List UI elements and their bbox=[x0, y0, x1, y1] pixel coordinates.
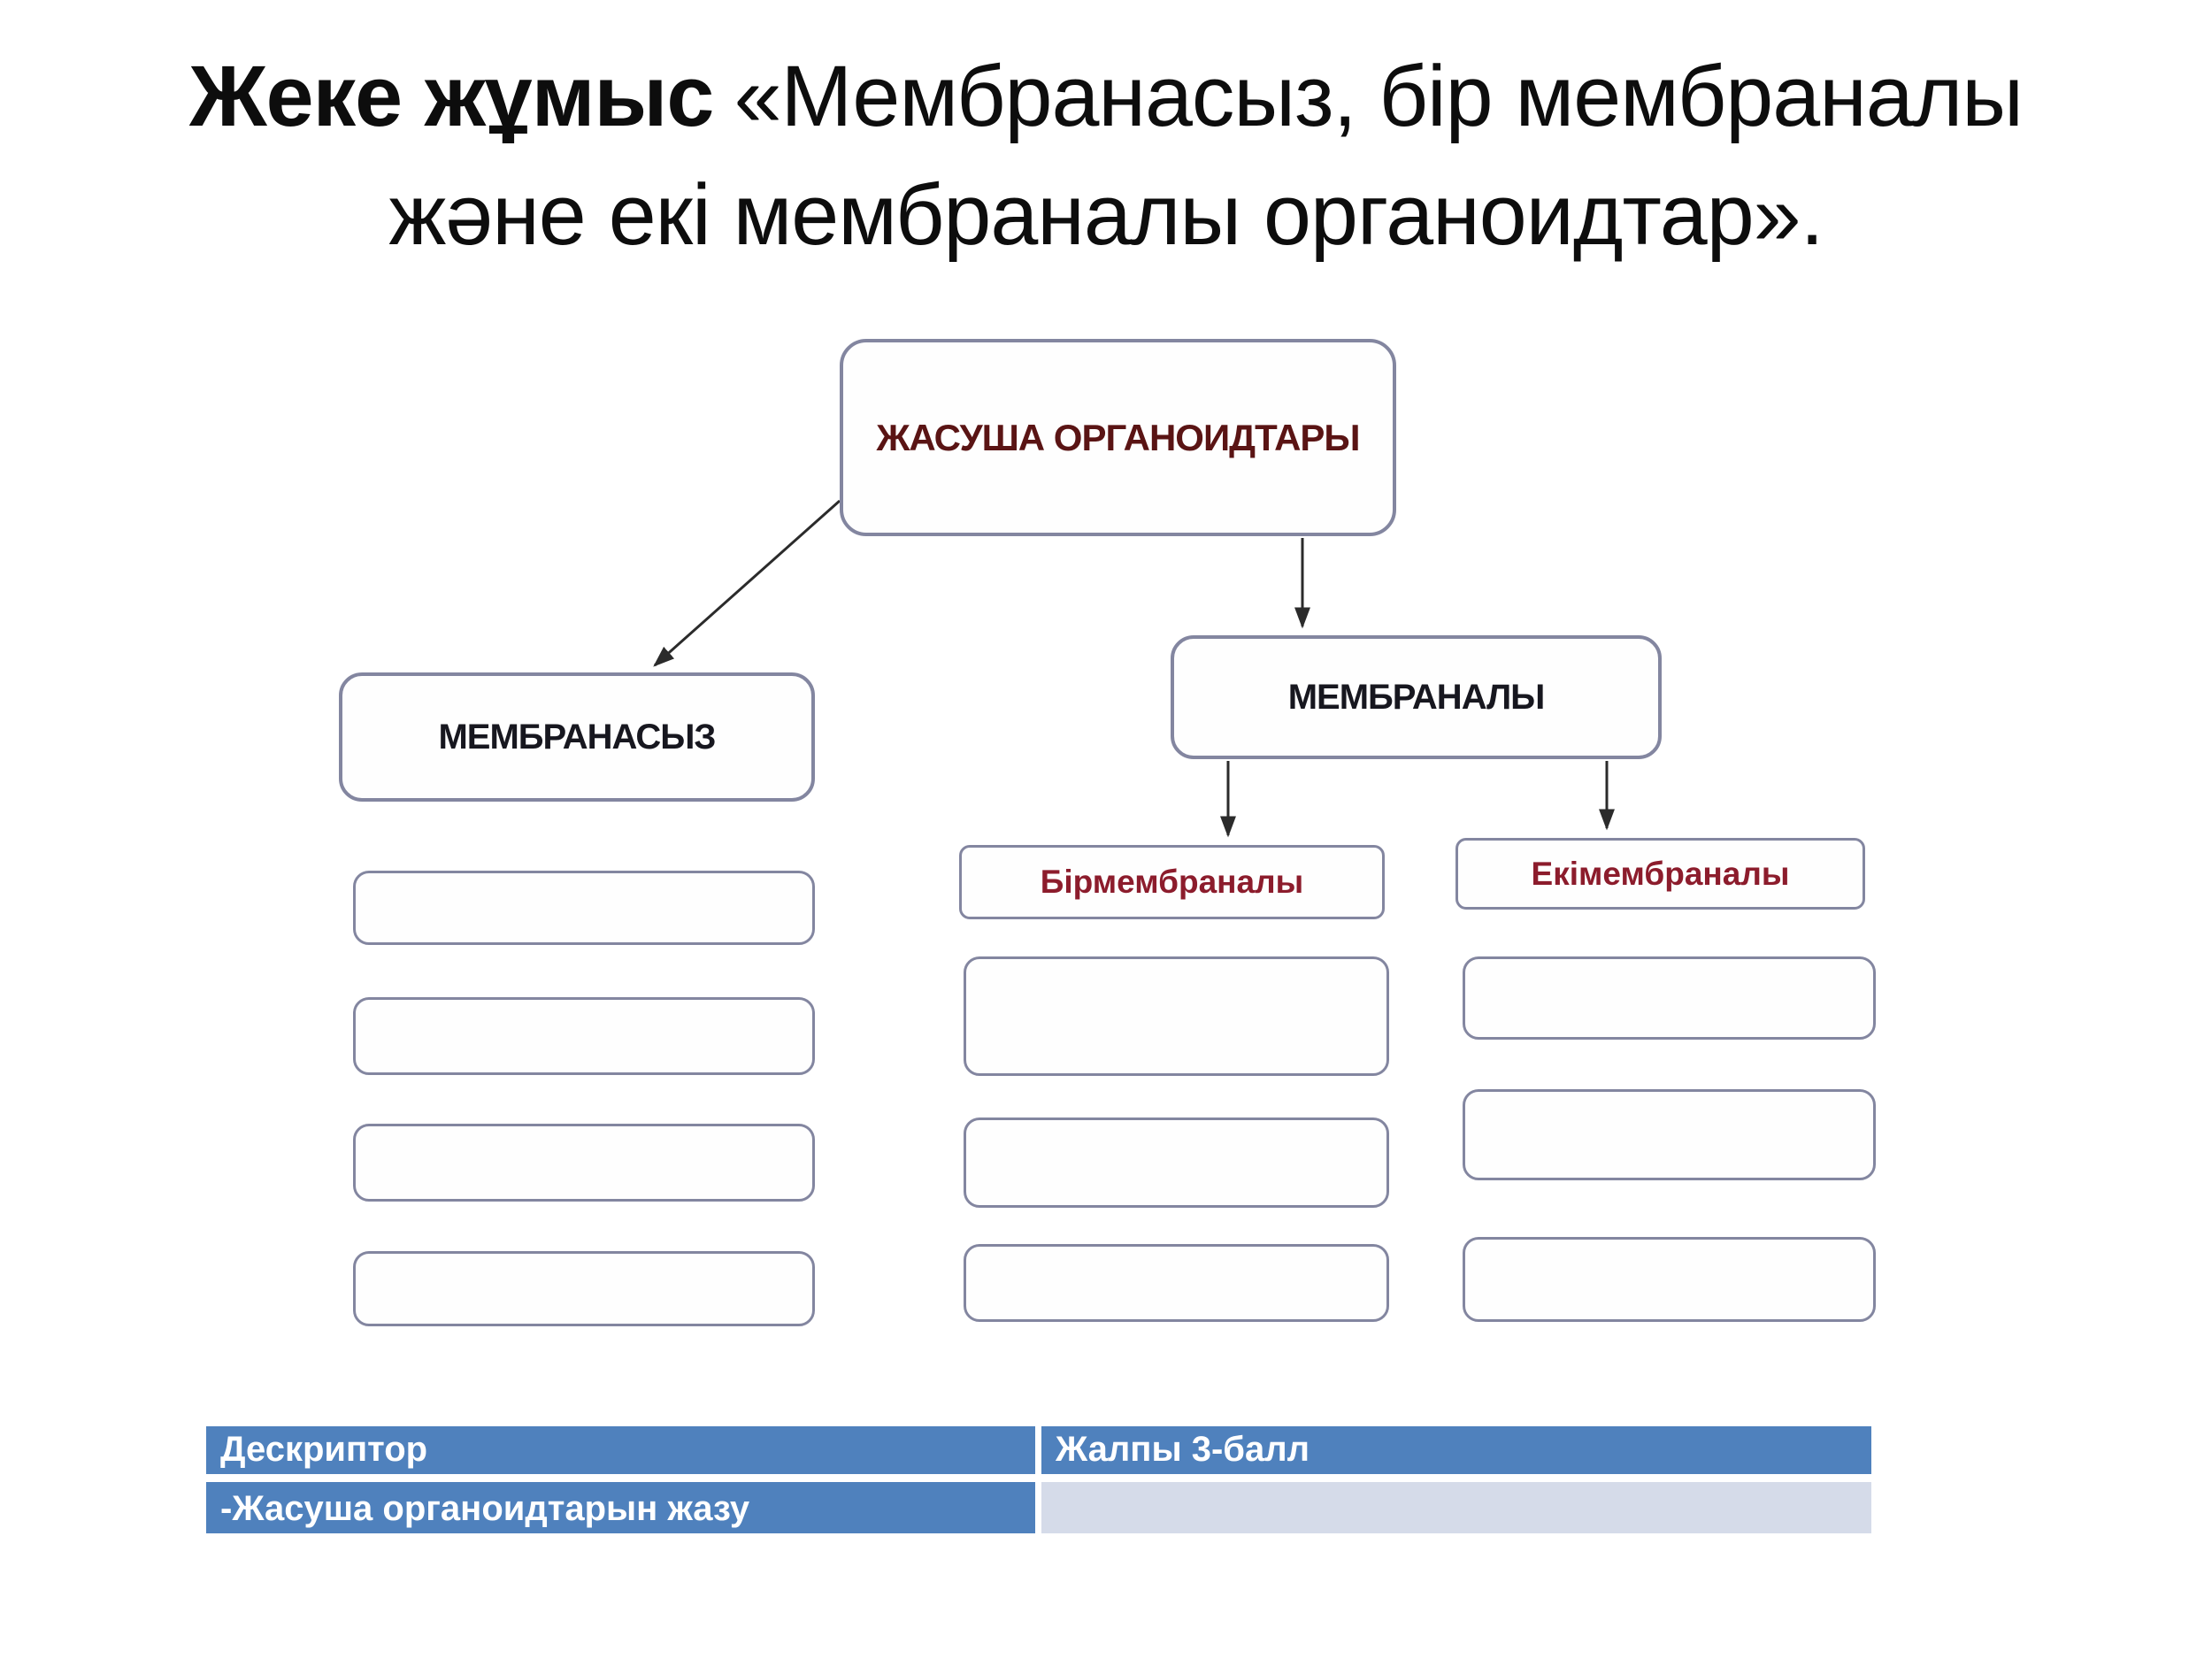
empty-slot bbox=[1463, 1237, 1876, 1322]
birmembranaly-empty-slots bbox=[964, 956, 1389, 1322]
table-header-descriptor: Дескриптор bbox=[206, 1426, 1035, 1474]
membranasyz-label: МЕМБРАНАСЫЗ bbox=[438, 717, 716, 757]
table-cell-score-value bbox=[1041, 1482, 1871, 1533]
root-box-label: ЖАСУША ОРГАНОИДТАРЫ bbox=[876, 416, 1360, 458]
membranasyz-box: МЕМБРАНАСЫЗ bbox=[339, 672, 815, 802]
empty-slot bbox=[353, 1251, 815, 1326]
membranaly-box: МЕМБРАНАЛЫ bbox=[1171, 635, 1662, 759]
empty-slot bbox=[353, 1124, 815, 1202]
empty-slot bbox=[964, 1244, 1389, 1322]
arrow-root-to-membranasyz bbox=[653, 499, 841, 667]
empty-slot bbox=[1463, 1089, 1876, 1180]
empty-slot bbox=[353, 871, 815, 945]
empty-slot bbox=[353, 997, 815, 1075]
root-box-cell-organoids: ЖАСУША ОРГАНОИДТАРЫ bbox=[840, 339, 1396, 536]
empty-slot bbox=[964, 956, 1389, 1076]
descriptor-table: Дескриптор Жалпы 3-балл -Жасуша органоид… bbox=[206, 1426, 1871, 1533]
table-row: -Жасуша органоидтарын жазу bbox=[206, 1482, 1871, 1533]
table-header-row: Дескриптор Жалпы 3-балл bbox=[206, 1426, 1871, 1474]
ekimembranaly-box: Екімембраналы bbox=[1455, 838, 1865, 910]
slide-title-bold: Жеке жұмыс bbox=[188, 48, 714, 144]
slide-title: Жеке жұмыс«Мембранасыз, бір мембраналы ж… bbox=[0, 37, 2212, 274]
membranaly-label: МЕМБРАНАЛЫ bbox=[1287, 677, 1546, 717]
slide-title-line1-rest: «Мембранасыз, бір мембраналы bbox=[733, 48, 2024, 144]
ekimembranaly-label: Екімембраналы bbox=[1531, 855, 1790, 892]
slide-title-line1: Жеке жұмыс«Мембранасыз, бір мембраналы bbox=[0, 37, 2212, 156]
birmembranaly-label: Бірмембраналы bbox=[1040, 864, 1304, 900]
birmembranaly-box: Бірмембраналы bbox=[959, 845, 1385, 919]
empty-slot bbox=[1463, 956, 1876, 1040]
table-header-score: Жалпы 3-балл bbox=[1041, 1426, 1871, 1474]
empty-slot bbox=[964, 1118, 1389, 1208]
ekimembranaly-empty-slots bbox=[1463, 956, 1876, 1322]
table-cell-descriptor-value: -Жасуша органоидтарын жазу bbox=[206, 1482, 1035, 1533]
slide-title-line2: және екі мембраналы органоидтар». bbox=[388, 165, 1824, 263]
membranasyz-empty-slots bbox=[353, 871, 815, 1326]
